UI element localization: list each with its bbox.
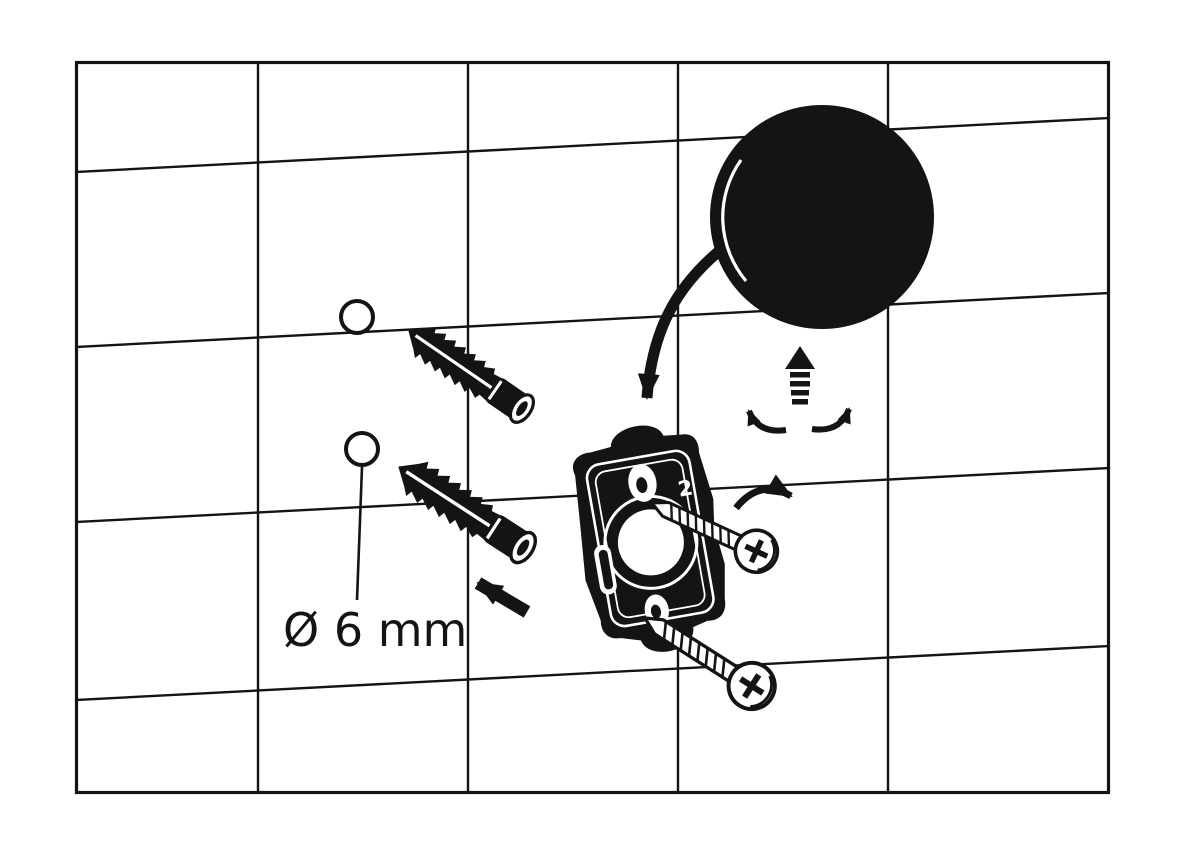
mounting-plate: 2: [573, 425, 726, 652]
tile-grid: [74, 60, 1111, 795]
plate-top-hole-center: [636, 477, 648, 494]
wall-plug-bottom: [386, 448, 544, 571]
plate-marking: 2: [676, 476, 695, 502]
drill-hole-top: [339, 299, 375, 335]
twist-arrow-left: [746, 409, 787, 434]
wall-border: [74, 60, 1111, 795]
screw-rotation-arrow: [733, 474, 793, 511]
cover-disc: [710, 105, 934, 329]
drill-hole-bottom: [344, 431, 380, 467]
plate-bottom-hole-center: [650, 604, 662, 619]
twist-arrow-right: [811, 407, 852, 433]
cover-placement-arrow: [637, 247, 722, 400]
tile-joint-horizontal: [77, 644, 1108, 702]
diameter-leader-line: [355, 466, 364, 601]
diameter-label: Ø 6 mm: [283, 603, 467, 657]
push-up-arrow: [785, 346, 815, 405]
tile-joint-horizontal: [77, 291, 1108, 349]
plate-side-slot-inner: [598, 549, 614, 590]
plate-central-hole: [617, 509, 684, 576]
insert-direction-arrow: [474, 577, 531, 618]
tile-joint-horizontal: [77, 116, 1108, 174]
cover-disc-highlight: [721, 159, 748, 283]
